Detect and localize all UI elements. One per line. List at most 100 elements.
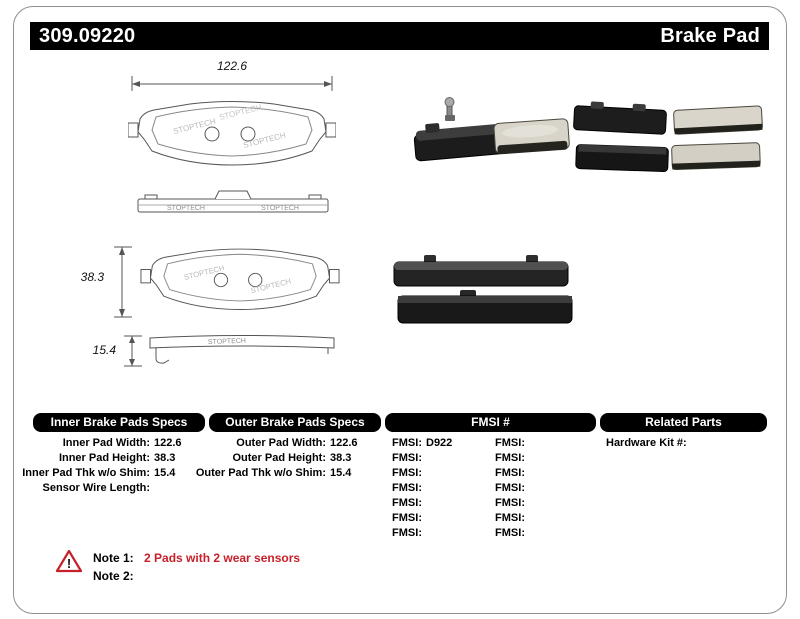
part-number: 309.09220 bbox=[39, 24, 136, 47]
spec-label: Inner Pad Height: bbox=[58, 452, 150, 464]
fmsi-row: FMSI: bbox=[386, 526, 486, 541]
outer-specs-column: Outer Pad Width: 122.6 Outer Pad Height:… bbox=[186, 436, 380, 481]
outer-specs-header: Outer Brake Pads Specs bbox=[209, 413, 381, 432]
brake-pad-friction-photo bbox=[493, 118, 570, 155]
pad-top-view-drawing: STOPTECH STOPTECH bbox=[137, 190, 329, 213]
fmsi-value bbox=[422, 496, 486, 511]
spec-label: Outer Pad Height: bbox=[232, 452, 326, 464]
related-parts-header: Related Parts bbox=[600, 413, 767, 432]
wear-sensor-bolt bbox=[444, 97, 455, 121]
fmsi-value bbox=[525, 481, 589, 496]
spec-label: Sensor Wire Length: bbox=[42, 482, 150, 494]
fmsi-label: FMSI: bbox=[495, 527, 525, 539]
fmsi-label: FMSI: bbox=[392, 437, 422, 449]
spec-label: Outer Pad Thk w/o Shim: bbox=[195, 467, 326, 479]
fmsi-row: FMSI: bbox=[386, 481, 486, 496]
fmsi-value bbox=[525, 436, 589, 451]
spec-row: Inner Pad Width: 122.6 bbox=[12, 436, 204, 451]
fmsi-row: FMSI: bbox=[386, 496, 486, 511]
spec-label: Inner Pad Thk w/o Shim: bbox=[22, 467, 150, 479]
pad-front-view-drawing-2: STOPTECH STOPTECH bbox=[140, 248, 340, 311]
dimension-height-label: 38.3 bbox=[80, 270, 104, 284]
spec-row: Sensor Wire Length: bbox=[12, 481, 204, 496]
fmsi-label: FMSI: bbox=[392, 497, 422, 509]
product-photo-pad-set bbox=[573, 101, 763, 173]
spec-row: Inner Pad Thk w/o Shim: 15.4 bbox=[12, 466, 204, 481]
fmsi-value bbox=[422, 466, 486, 481]
dimension-width-line bbox=[131, 76, 333, 91]
fmsi-row: FMSI: bbox=[386, 466, 486, 481]
fmsi-value bbox=[525, 496, 589, 511]
dimension-width-label: 122.6 bbox=[216, 59, 248, 73]
product-photo-pads-with-sensor bbox=[413, 97, 570, 162]
spec-label: Inner Pad Width: bbox=[62, 437, 150, 449]
pad-back-top bbox=[573, 101, 667, 135]
fmsi-label: FMSI: bbox=[495, 497, 525, 509]
spec-value: 122.6 bbox=[154, 437, 182, 449]
dimension-thickness-label: 15.4 bbox=[92, 343, 116, 357]
fmsi-label: FMSI: bbox=[495, 437, 525, 449]
spec-value: 38.3 bbox=[330, 452, 352, 464]
fmsi-row: FMSI: bbox=[386, 511, 486, 526]
pad-back-bottom bbox=[575, 144, 669, 173]
related-part-value bbox=[687, 436, 741, 451]
spec-row: Outer Pad Thk w/o Shim: 15.4 bbox=[186, 466, 380, 481]
fmsi-row: FMSI: bbox=[489, 511, 589, 526]
spec-value: 15.4 bbox=[330, 467, 352, 479]
fmsi-value bbox=[525, 451, 589, 466]
spec-label: Outer Pad Width: bbox=[236, 437, 326, 449]
fmsi-header: FMSI # bbox=[385, 413, 596, 432]
fmsi-label: FMSI: bbox=[495, 482, 525, 494]
fmsi-row: FMSI: D922 bbox=[386, 436, 486, 451]
pad-friction-bottom bbox=[671, 142, 761, 171]
fmsi-value: D922 bbox=[426, 437, 453, 449]
fmsi-label: FMSI: bbox=[495, 452, 525, 464]
fmsi-value bbox=[525, 466, 589, 481]
fmsi-right-column: FMSI: FMSI: FMSI: FMSI: FMSI: FMSI: FMSI… bbox=[489, 436, 589, 541]
fmsi-label: FMSI: bbox=[392, 452, 422, 464]
spec-row: Outer Pad Height: 38.3 bbox=[186, 451, 380, 466]
fmsi-row: FMSI: bbox=[386, 451, 486, 466]
spec-row: Inner Pad Height: 38.3 bbox=[12, 451, 204, 466]
watermark-text: STOPTECH bbox=[261, 205, 299, 212]
related-part-row: Hardware Kit #: bbox=[606, 436, 766, 451]
pad-front-view-drawing: STOPTECH STOPTECH STOPTECH bbox=[128, 101, 336, 166]
product-type-title: Brake Pad bbox=[660, 24, 760, 47]
related-parts-column: Hardware Kit #: bbox=[606, 436, 766, 451]
pad-side-view-drawing: STOPTECH bbox=[149, 335, 335, 364]
fmsi-label: FMSI: bbox=[495, 512, 525, 524]
fmsi-left-column: FMSI: D922 FMSI: FMSI: FMSI: FMSI: FMSI:… bbox=[386, 436, 486, 541]
fmsi-label: FMSI: bbox=[392, 467, 422, 479]
warning-icon: ! bbox=[56, 549, 82, 573]
spec-value: 15.4 bbox=[154, 467, 176, 479]
inner-specs-column: Inner Pad Width: 122.6 Inner Pad Height:… bbox=[12, 436, 204, 496]
fmsi-row: FMSI: bbox=[489, 466, 589, 481]
brake-pad-back-photo bbox=[413, 123, 504, 162]
fmsi-label: FMSI: bbox=[495, 467, 525, 479]
product-photo-pads-profile bbox=[393, 255, 573, 324]
fmsi-row: FMSI: bbox=[489, 436, 589, 451]
spec-value: 122.6 bbox=[330, 437, 358, 449]
pad-friction-top bbox=[673, 105, 763, 135]
warning-glyph: ! bbox=[67, 556, 71, 571]
watermark-text: STOPTECH bbox=[208, 338, 246, 346]
fmsi-label: FMSI: bbox=[392, 512, 422, 524]
inner-specs-header: Inner Brake Pads Specs bbox=[33, 413, 205, 432]
spec-value: 38.3 bbox=[154, 452, 176, 464]
fmsi-row: FMSI: bbox=[489, 481, 589, 496]
fmsi-value bbox=[422, 511, 486, 526]
fmsi-row: FMSI: bbox=[489, 526, 589, 541]
fmsi-label: FMSI: bbox=[392, 482, 422, 494]
fmsi-label: FMSI: bbox=[392, 527, 422, 539]
spec-value bbox=[150, 481, 204, 496]
fmsi-value bbox=[525, 511, 589, 526]
dimension-height-line bbox=[114, 246, 132, 318]
fmsi-row: FMSI: bbox=[489, 451, 589, 466]
spec-row: Outer Pad Width: 122.6 bbox=[186, 436, 380, 451]
title-bar: 309.09220 Brake Pad bbox=[30, 22, 769, 50]
note-2: Note 2: bbox=[93, 569, 141, 583]
fmsi-value bbox=[422, 526, 486, 541]
fmsi-row: FMSI: bbox=[489, 496, 589, 511]
fmsi-value bbox=[422, 481, 486, 496]
